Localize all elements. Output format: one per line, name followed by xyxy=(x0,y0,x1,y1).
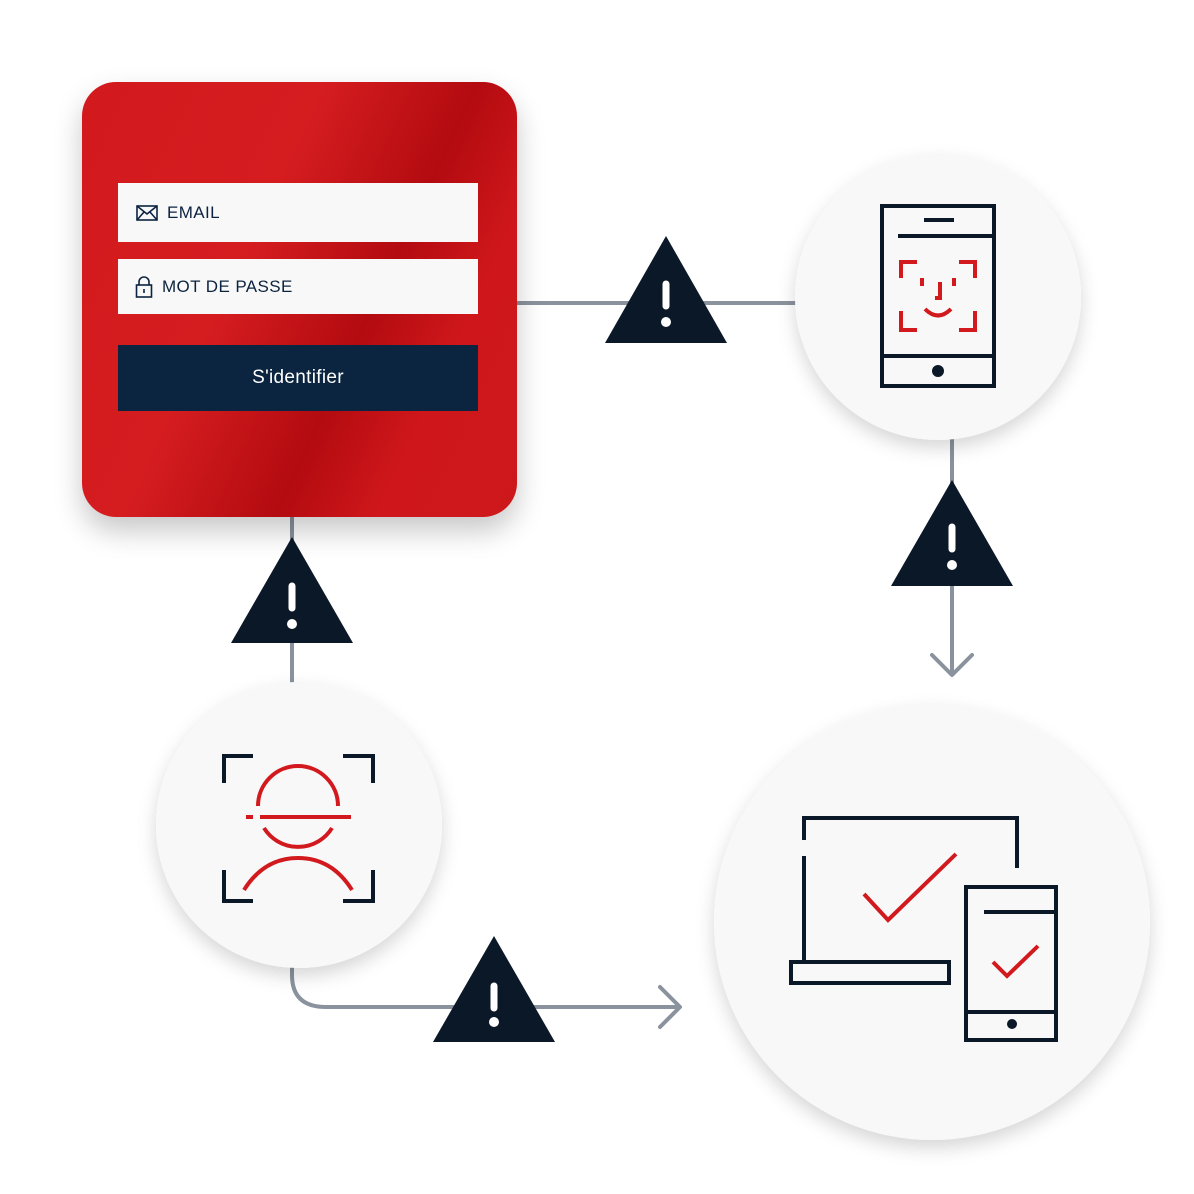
laptop-phone-check-icon xyxy=(789,816,1058,1042)
password-field[interactable]: MOT DE PASSE xyxy=(118,259,478,314)
connector-face-to-devices xyxy=(290,966,679,1009)
email-label: EMAIL xyxy=(167,202,221,222)
warning-triangle-icon xyxy=(433,936,555,1042)
node-phone-face-recognition xyxy=(795,154,1081,440)
arrowhead-right xyxy=(658,985,682,1029)
lock-icon xyxy=(135,275,153,298)
login-card: EMAIL MOT DE PASSE S'identifier xyxy=(82,82,517,517)
warning-triangle-icon xyxy=(605,236,727,343)
email-field[interactable]: EMAIL xyxy=(118,183,478,242)
envelope-icon xyxy=(136,204,158,221)
warning-triangle-icon xyxy=(231,537,353,643)
face-scan-icon xyxy=(222,754,375,903)
password-label: MOT DE PASSE xyxy=(162,276,293,296)
node-verified-devices xyxy=(714,704,1150,1140)
warning-triangle-icon xyxy=(891,480,1013,586)
phone-face-scan-icon xyxy=(880,204,996,388)
sign-in-button[interactable]: S'identifier xyxy=(118,345,478,411)
arrowhead-down xyxy=(930,653,974,677)
node-face-scan xyxy=(156,682,442,968)
